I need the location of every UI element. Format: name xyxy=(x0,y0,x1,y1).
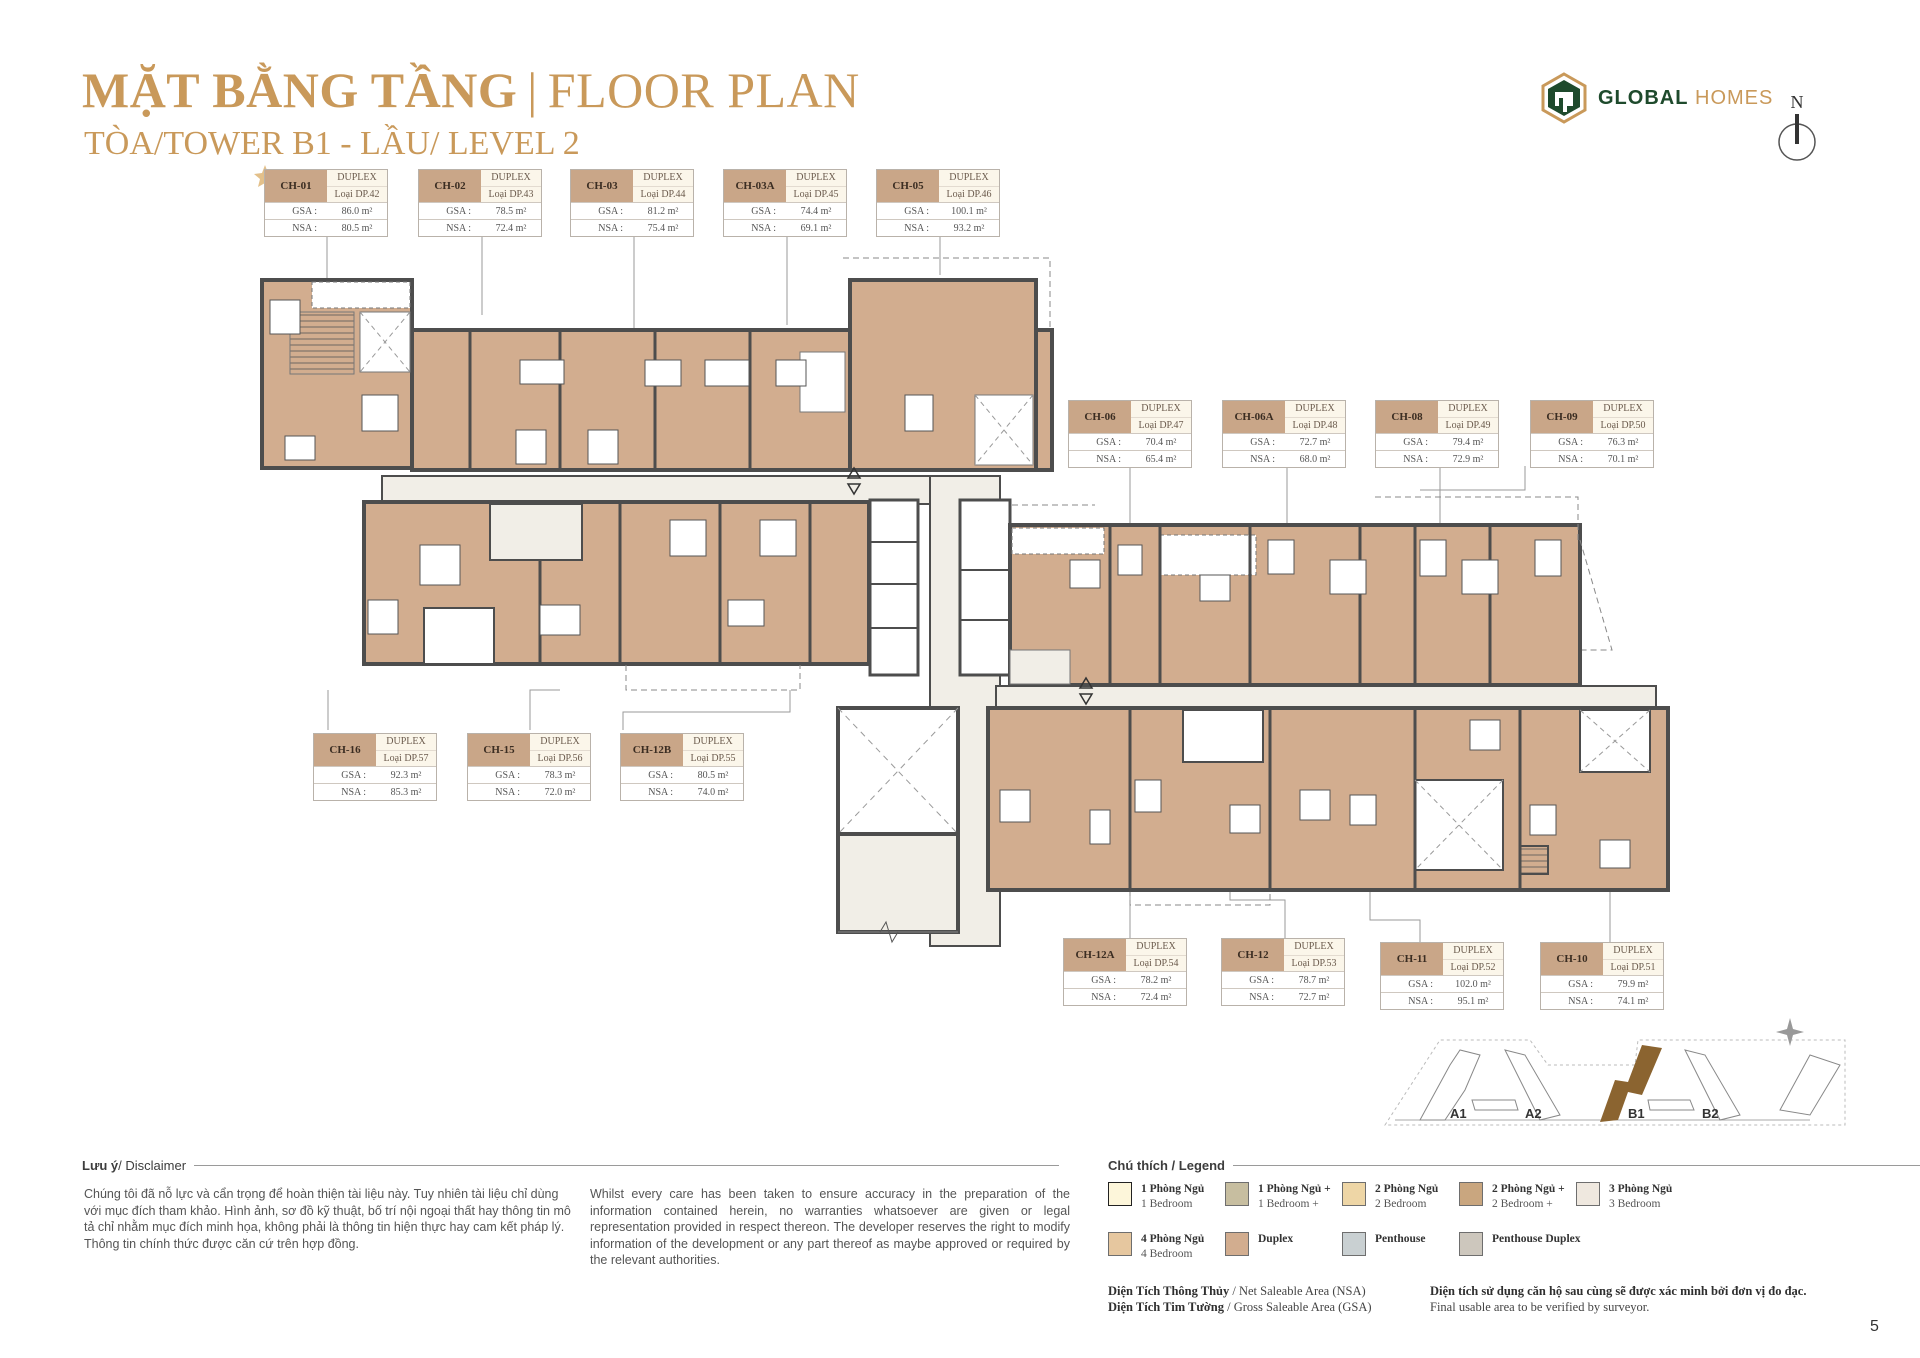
disclaimer-heading: Lưu ý / Disclaimer xyxy=(82,1158,1060,1173)
entry-markers xyxy=(846,466,1094,706)
swatch xyxy=(1342,1182,1366,1206)
swatch xyxy=(1342,1232,1366,1256)
legend-heading: Chú thích / Legend xyxy=(1108,1158,1920,1173)
lower-right-dividers xyxy=(1128,708,1522,890)
north-arrow-icon: N xyxy=(1778,92,1816,161)
swatch xyxy=(1108,1182,1132,1206)
area-note-definitions: Diện Tích Thông Thủy / Net Saleable Area… xyxy=(1108,1284,1372,1314)
swatch xyxy=(1459,1182,1483,1206)
page-subtitle: TÒA/TOWER B1 - LẦU/ LEVEL 2 xyxy=(84,125,580,162)
svg-text:A2: A2 xyxy=(1525,1106,1542,1121)
page-title: MẶT BẰNG TẦNG|FLOOR PLAN xyxy=(82,62,860,118)
legend-item-2-bedroom-plus: 2 Phòng Ngủ +2 Bedroom + xyxy=(1459,1182,1565,1212)
site-keymap: A1 A2 B1 B2 xyxy=(1384,1018,1846,1126)
divider xyxy=(194,1165,1060,1166)
svg-text:N: N xyxy=(1791,92,1804,112)
compass-rose-icon xyxy=(1776,1018,1804,1046)
disclaimer-text-en: Whilst every care has been taken to ensu… xyxy=(590,1187,1070,1267)
svg-text:B1: B1 xyxy=(1628,1106,1645,1121)
hexagon-logo-icon xyxy=(1541,72,1587,124)
right-upper-voids xyxy=(1009,527,1257,685)
swatch xyxy=(1225,1182,1249,1206)
title-en: FLOOR PLAN xyxy=(547,62,860,118)
area-note-verification: Diện tích sử dụng căn hộ sau cùng sẽ đượ… xyxy=(1430,1284,1807,1314)
swatch xyxy=(1225,1232,1249,1256)
svg-text:B2: B2 xyxy=(1702,1106,1719,1121)
stair-core-left xyxy=(423,503,583,665)
balcony-outlines xyxy=(625,257,1613,906)
void-crosses xyxy=(359,311,1651,871)
middle-left-dividers xyxy=(538,504,812,664)
furniture xyxy=(269,299,1631,869)
break-line-icon xyxy=(879,920,899,944)
tower-b1-highlight xyxy=(1600,1045,1662,1122)
svg-text:A1: A1 xyxy=(1450,1106,1467,1121)
right-upper-wing xyxy=(1008,523,1582,687)
divider xyxy=(1233,1165,1920,1166)
swatch xyxy=(1576,1182,1600,1206)
right-upper-dividers xyxy=(1108,525,1492,685)
title-vi: MẶT BẰNG TẦNG xyxy=(82,62,518,118)
legend-item-1-bedroom-plus: 1 Phòng Ngủ +1 Bedroom + xyxy=(1225,1182,1331,1212)
swatch xyxy=(1459,1232,1483,1256)
swatch xyxy=(1108,1232,1132,1256)
brand-name: GLOBAL HOMES xyxy=(1598,86,1774,109)
legend-item-penthouse: Penthouse xyxy=(1342,1232,1425,1256)
title-separator: | xyxy=(527,62,538,118)
elevator-core xyxy=(868,498,1012,677)
legend-item-penthouse-duplex: Penthouse Duplex xyxy=(1459,1232,1581,1256)
amenity-block xyxy=(836,706,960,934)
brand-logo: GLOBAL HOMES xyxy=(1540,72,1773,124)
page-number: 5 xyxy=(1870,1318,1879,1335)
disclaimer-text-vi: Chúng tôi đã nỗ lực và cẩn trọng để hoàn… xyxy=(84,1187,571,1251)
tower-outlines xyxy=(1419,1049,1841,1121)
legend-item-duplex: Duplex xyxy=(1225,1232,1293,1256)
upper-dividers xyxy=(468,330,852,470)
